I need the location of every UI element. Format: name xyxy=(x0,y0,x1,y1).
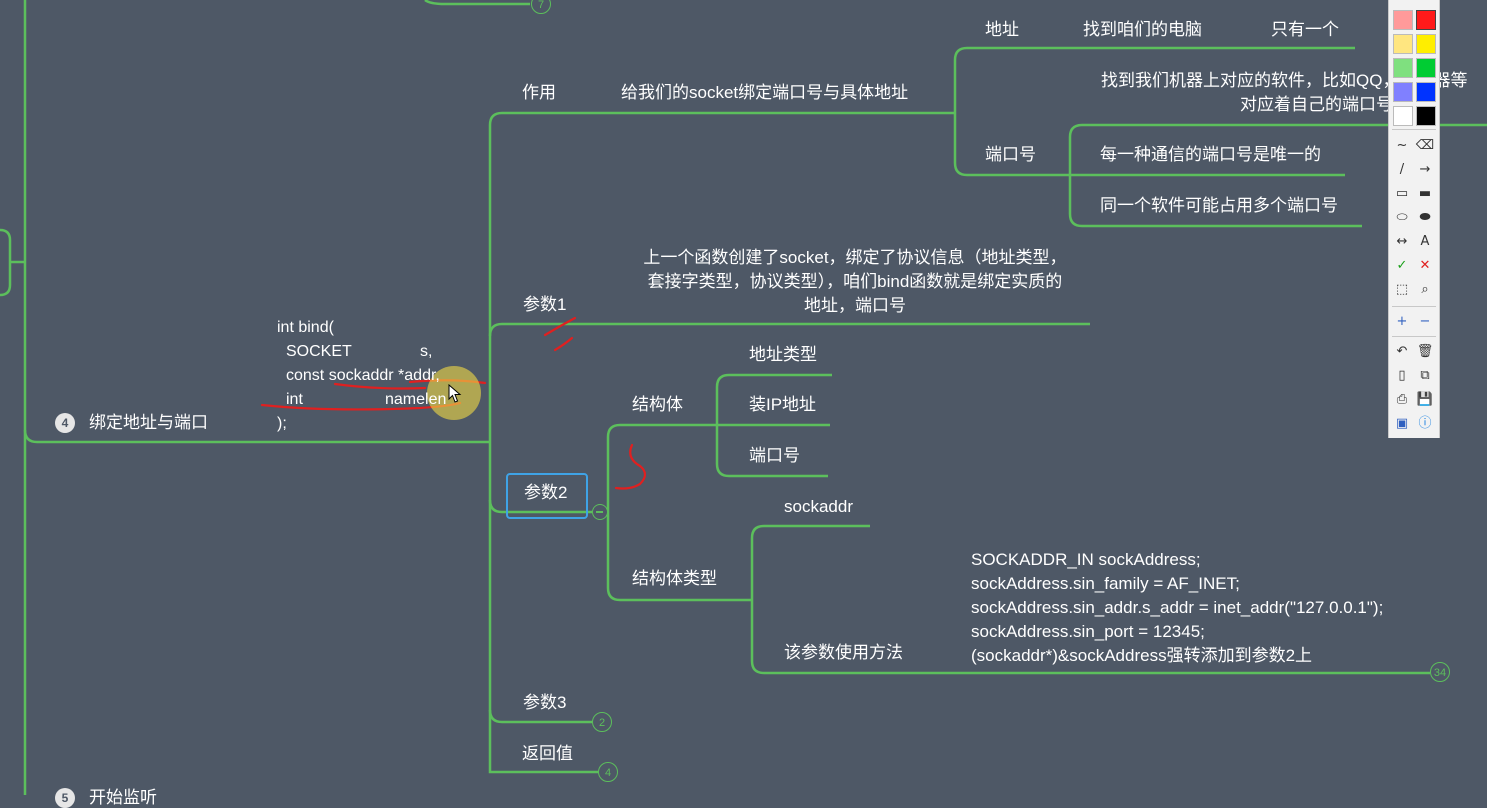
code-line-2b: s, xyxy=(420,343,433,360)
color-swatch-light-green[interactable] xyxy=(1393,58,1413,78)
freehand-icon[interactable]: ~ xyxy=(1396,138,1408,153)
struct-type-sockaddr[interactable]: sockaddr xyxy=(784,497,853,516)
struct-item-ip[interactable]: 装IP地址 xyxy=(749,395,817,414)
code-line-4: int xyxy=(286,391,303,408)
count-badge-usage[interactable]: 34 xyxy=(1430,662,1450,682)
select-icon[interactable]: ⬚ xyxy=(1395,282,1409,297)
color-swatch-blue[interactable] xyxy=(1416,82,1436,102)
toolbar-separator xyxy=(1392,336,1436,337)
count-badge-param3[interactable]: 2 xyxy=(592,712,612,732)
copy-icon[interactable]: ⧉ xyxy=(1420,368,1430,383)
color-swatch-yellow[interactable] xyxy=(1416,34,1436,54)
color-swatch-green[interactable] xyxy=(1416,58,1436,78)
print-icon[interactable]: ⎙ xyxy=(1396,392,1408,407)
zoom-icon[interactable]: ⌕ xyxy=(1421,282,1429,297)
color-swatch-light-yellow[interactable] xyxy=(1393,34,1413,54)
param1-desc-line-2: 套接字类型，协议类型），咱们bind函数就是绑定实质的 xyxy=(647,272,1063,291)
eraser-icon[interactable]: ⌫ xyxy=(1415,138,1435,153)
usage-line-3: sockAddress.sin_addr.s_addr = inet_addr(… xyxy=(971,598,1384,617)
mouse-pointer-icon xyxy=(448,384,462,403)
trash-icon[interactable]: 🗑 xyxy=(1416,344,1434,359)
arrow-icon[interactable]: → xyxy=(1419,162,1431,177)
port-desc-line-2[interactable]: 对应着自己的端口号 xyxy=(1240,95,1393,114)
check-icon[interactable]: ✓ xyxy=(1396,258,1408,273)
collapse-toggle-icon[interactable] xyxy=(592,504,608,520)
rect-icon[interactable]: ▭ xyxy=(1395,186,1409,201)
node-usage[interactable]: 该参数使用方法 xyxy=(784,643,903,662)
usage-line-2: sockAddress.sin_family = AF_INET; xyxy=(971,574,1240,593)
screen-icon[interactable]: ▣ xyxy=(1395,416,1409,431)
param1-desc-line-1: 上一个函数创建了socket，绑定了协议信息（地址类型， xyxy=(643,248,1067,267)
root-node-bind[interactable]: 绑定地址与端口 xyxy=(89,413,208,432)
code-line-4b: namelen xyxy=(385,391,447,408)
plus-icon[interactable]: + xyxy=(1396,314,1408,329)
node-param1[interactable]: 参数1 xyxy=(523,295,567,314)
param1-desc[interactable]: 上一个函数创建了socket，绑定了协议信息（地址类型， 套接字类型，协议类型）… xyxy=(600,246,1110,318)
code-line-1: int bind( xyxy=(277,319,334,336)
code-line-2: SOCKET xyxy=(286,343,352,360)
double-arrow-icon[interactable]: ↔ xyxy=(1396,234,1408,249)
node-address[interactable]: 地址 xyxy=(985,20,1019,39)
node-port[interactable]: 端口号 xyxy=(985,145,1036,164)
node-struct-type[interactable]: 结构体类型 xyxy=(632,569,717,588)
port-item-unique[interactable]: 每一种通信的端口号是唯一的 xyxy=(1100,145,1321,164)
annotation-toolbar: ~ ⌫ / → ▭ ▬ ⬭ ⬬ ↔ A ✓ ✕ ⬚ ⌕ +−↶ 🗑 ▯ ⧉ ⎙ 💾 ▣ ⓘ xyxy=(1388,0,1440,438)
minus-icon[interactable]: − xyxy=(1419,314,1431,329)
param1-desc-line-3: 地址，端口号 xyxy=(804,296,906,315)
port-desc-line-1[interactable]: 找到我们机器上对应的软件，比如QQ，浏览器等 xyxy=(1101,71,1468,90)
purpose-desc[interactable]: 给我们的socket绑定端口号与具体地址 xyxy=(621,83,909,102)
port-item-multiple[interactable]: 同一个软件可能占用多个端口号 xyxy=(1100,196,1338,215)
color-swatch-light-red[interactable] xyxy=(1393,10,1413,30)
struct-item-addr-type[interactable]: 地址类型 xyxy=(749,345,817,364)
new-page-icon[interactable]: ▯ xyxy=(1398,368,1406,383)
node-param3[interactable]: 参数3 xyxy=(523,693,567,712)
next-node-number-badge: 5 xyxy=(55,788,75,808)
count-badge-return[interactable]: 4 xyxy=(598,762,618,782)
usage-line-4: sockAddress.sin_port = 12345; xyxy=(971,622,1205,641)
count-badge-top[interactable]: 7 xyxy=(531,0,551,14)
color-swatch-black[interactable] xyxy=(1416,106,1436,126)
toolbar-separator xyxy=(1392,129,1436,130)
code-line-5: ); xyxy=(277,415,287,432)
usage-line-1: SOCKADDR_IN sockAddress; xyxy=(971,550,1201,569)
node-purpose[interactable]: 作用 xyxy=(522,83,556,102)
struct-item-port[interactable]: 端口号 xyxy=(749,446,800,465)
ellipse-icon[interactable]: ⬭ xyxy=(1396,210,1408,225)
line-icon[interactable]: / xyxy=(1399,162,1405,177)
node-number-badge: 4 xyxy=(55,413,75,433)
code-line-3: const sockaddr *addr, xyxy=(286,367,440,384)
cross-icon[interactable]: ✕ xyxy=(1419,258,1431,273)
address-note[interactable]: 只有一个 xyxy=(1271,20,1339,39)
filled-ellipse-icon[interactable]: ⬬ xyxy=(1419,210,1431,225)
color-swatch-red[interactable] xyxy=(1416,10,1436,30)
color-swatch-white[interactable] xyxy=(1393,106,1413,126)
undo-icon[interactable]: ↶ xyxy=(1396,344,1408,359)
usage-line-5: (sockaddr*)&sockAddress强转添加到参数2上 xyxy=(971,646,1313,665)
save-icon[interactable]: 💾 xyxy=(1416,392,1434,407)
toolbar-separator xyxy=(1392,306,1436,307)
node-param2[interactable]: 参数2 xyxy=(524,483,568,502)
node-return-value[interactable]: 返回值 xyxy=(522,744,573,763)
info-icon[interactable]: ⓘ xyxy=(1418,416,1432,431)
text-icon[interactable]: A xyxy=(1420,234,1430,249)
selection-outline xyxy=(506,473,588,519)
address-desc[interactable]: 找到咱们的电脑 xyxy=(1083,20,1202,39)
node-struct[interactable]: 结构体 xyxy=(632,395,683,414)
filled-rect-icon[interactable]: ▬ xyxy=(1418,186,1432,201)
next-node-listen[interactable]: 开始监听 xyxy=(89,788,157,807)
usage-code[interactable]: SOCKADDR_IN sockAddress; sockAddress.sin… xyxy=(971,548,1383,668)
color-swatch-light-blue[interactable] xyxy=(1393,82,1413,102)
